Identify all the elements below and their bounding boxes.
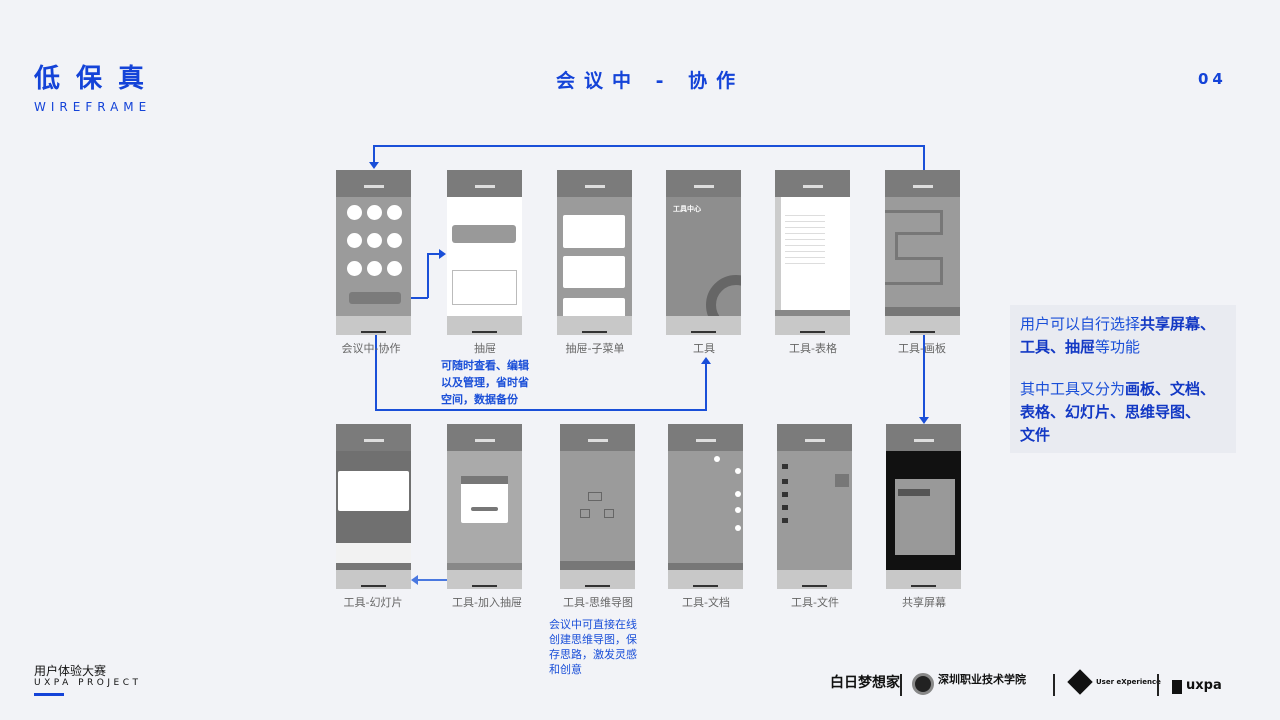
logo-ux-award: User eXperience bbox=[1096, 678, 1161, 686]
footer-subtitle: UXPA PROJECT bbox=[34, 678, 142, 688]
page-title: 低保真 bbox=[34, 64, 161, 94]
screen-label: 抽屉-子菜单 bbox=[565, 342, 625, 355]
screen-tools-whiteboard[interactable] bbox=[885, 170, 960, 335]
divider bbox=[1053, 674, 1055, 696]
divider bbox=[900, 674, 902, 696]
polytechnic-emblem-icon bbox=[912, 673, 934, 695]
footer-title: 用户体验大赛 bbox=[34, 664, 107, 678]
screen-label: 工具-表格 bbox=[789, 342, 837, 355]
ux-award-diamond-icon bbox=[1067, 669, 1093, 695]
uxpa-blocks-icon bbox=[1172, 680, 1182, 694]
arrow-up-icon bbox=[701, 357, 711, 364]
page-number: 04 bbox=[1198, 70, 1227, 88]
screen-drawer[interactable] bbox=[447, 170, 522, 335]
flow-line bbox=[404, 297, 428, 299]
feature-summary: 用户可以自行选择共享屏幕、 工具、抽屉等功能 其中工具又分为画板、文档、 表格、… bbox=[1010, 305, 1236, 453]
screen-label: 共享屏幕 bbox=[902, 596, 946, 609]
screen-label: 工具-思维导图 bbox=[563, 596, 633, 609]
section-title: 会议中 - 协作 bbox=[556, 70, 745, 92]
flow-line bbox=[427, 253, 440, 255]
screen-tools-files[interactable] bbox=[777, 424, 852, 589]
flow-line bbox=[373, 145, 375, 165]
screen-label: 工具-幻灯片 bbox=[343, 596, 403, 609]
screen-label: 会议中-协作 bbox=[341, 342, 401, 355]
logo-polytechnic: 深圳职业技术学院 bbox=[938, 673, 1026, 686]
arrow-left-icon bbox=[411, 575, 418, 585]
flow-line bbox=[705, 364, 707, 410]
flow-line bbox=[427, 253, 429, 298]
screen-drawer-submenu[interactable] bbox=[557, 170, 632, 335]
screen-label: 工具-文件 bbox=[791, 596, 839, 609]
flow-line bbox=[375, 328, 377, 410]
screen-label: 工具-画板 bbox=[898, 342, 946, 355]
screen-share[interactable] bbox=[886, 424, 961, 589]
screen-tools-slides[interactable] bbox=[336, 424, 411, 589]
arrow-right-icon bbox=[439, 249, 446, 259]
screen-tools-mindmap[interactable] bbox=[560, 424, 635, 589]
screen-label: 工具-加入抽屉 bbox=[452, 596, 522, 609]
screen-label: 工具 bbox=[693, 342, 715, 355]
screen-tools-add-drawer[interactable] bbox=[447, 424, 522, 589]
divider bbox=[1157, 674, 1159, 696]
logo-dreamer: 白日梦想家 bbox=[830, 675, 900, 691]
screen-tools-document[interactable] bbox=[668, 424, 743, 589]
page-subtitle: WIREFRAME bbox=[34, 100, 152, 114]
arrow-down-icon bbox=[919, 417, 929, 424]
arrow-down-icon bbox=[369, 162, 379, 169]
footer-accent-bar bbox=[34, 693, 64, 696]
flow-line bbox=[375, 409, 707, 411]
screen-label: 抽屉 bbox=[474, 342, 496, 355]
drawer-note: 可随时查看、编辑以及管理，省时省空间，数据备份 bbox=[441, 359, 529, 406]
mindmap-note: 会议中可直接在线创建思维导图，保存思路，激发灵感和创意 bbox=[549, 618, 637, 676]
tool-center-title: 工具中心 bbox=[673, 205, 701, 213]
screen-tools-table[interactable] bbox=[775, 170, 850, 335]
screen-meeting-collab[interactable] bbox=[336, 170, 411, 335]
screen-label: 工具-文档 bbox=[682, 596, 730, 609]
flow-line bbox=[373, 145, 925, 147]
logo-uxpa: uxpa bbox=[1186, 678, 1222, 693]
screen-tools[interactable]: 工具中心 bbox=[666, 170, 741, 335]
